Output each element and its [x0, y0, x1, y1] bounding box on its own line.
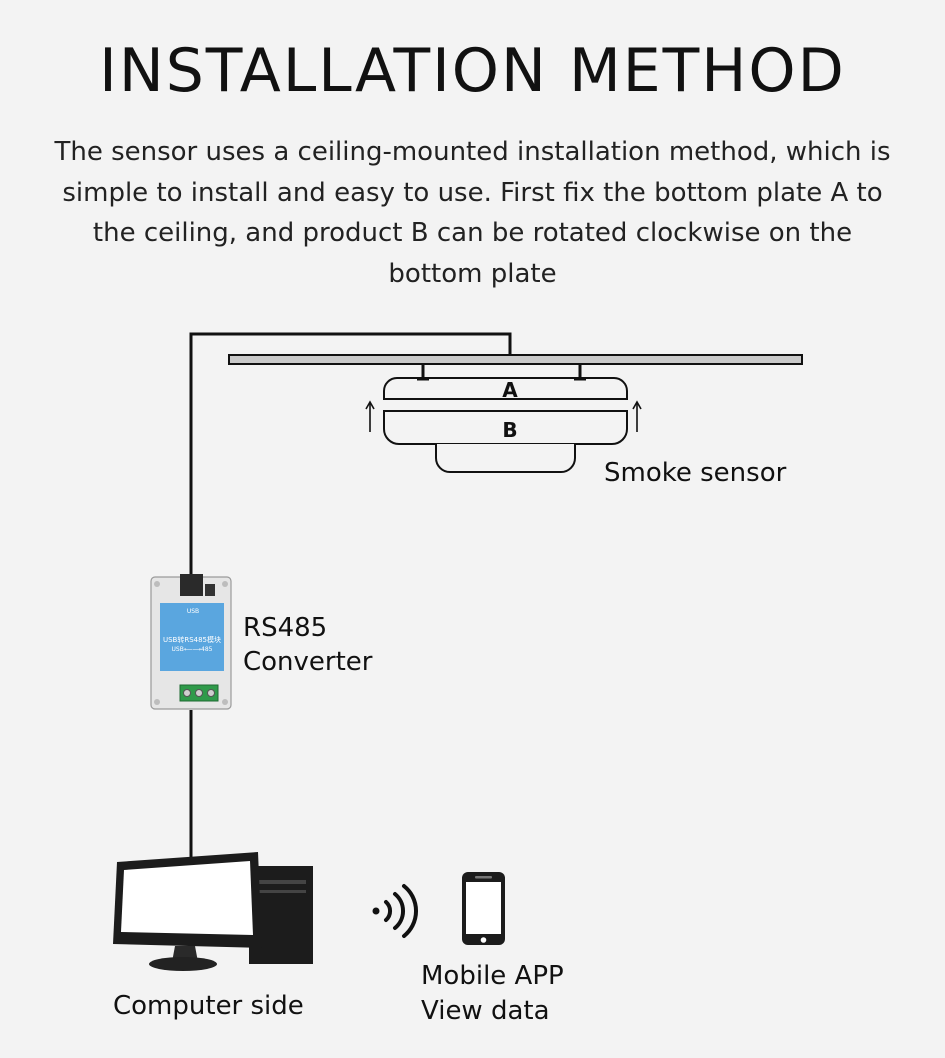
converter-port-text: USB — [187, 608, 199, 615]
page-title: INSTALLATION METHOD — [99, 36, 846, 106]
mobile-label-line1: Mobile APP — [421, 961, 564, 991]
monitor-screen — [121, 861, 253, 935]
rs485-converter: USB USB转RS485模块 USB⟵⟶485 — [150, 574, 232, 710]
module-label-panel — [160, 603, 224, 671]
sensor-dome — [435, 444, 576, 473]
signal-cable — [189, 332, 512, 858]
converter-label-line2: Converter — [243, 647, 373, 677]
smartphone-icon — [462, 872, 505, 945]
desktop-computer-icon — [113, 852, 313, 971]
monitor-base — [149, 957, 217, 971]
mobile-label-line2: View data — [421, 996, 550, 1026]
product-b — [383, 410, 628, 445]
rotation-arrow-icon — [365, 400, 642, 432]
bottom-plate-a — [383, 377, 628, 400]
converter-direction-text: USB⟵⟶485 — [172, 646, 213, 653]
smoke-sensor-label: Smoke sensor — [604, 458, 787, 488]
mounting-screws — [417, 364, 586, 381]
ceiling-bar — [228, 354, 803, 365]
smoke-sensor-diagram: A B — [365, 364, 642, 473]
intro-text: The sensor uses a ceiling-mounted instal… — [54, 137, 891, 289]
computer-label: Computer side — [113, 991, 304, 1021]
converter-module-text: USB转RS485模块 — [163, 635, 221, 644]
plate-a-label: A — [502, 378, 518, 402]
wireless-signal-icon — [372, 884, 418, 938]
usb-port — [180, 574, 203, 596]
converter-label-line1: RS485 — [243, 613, 327, 643]
product-b-label: B — [502, 418, 517, 442]
